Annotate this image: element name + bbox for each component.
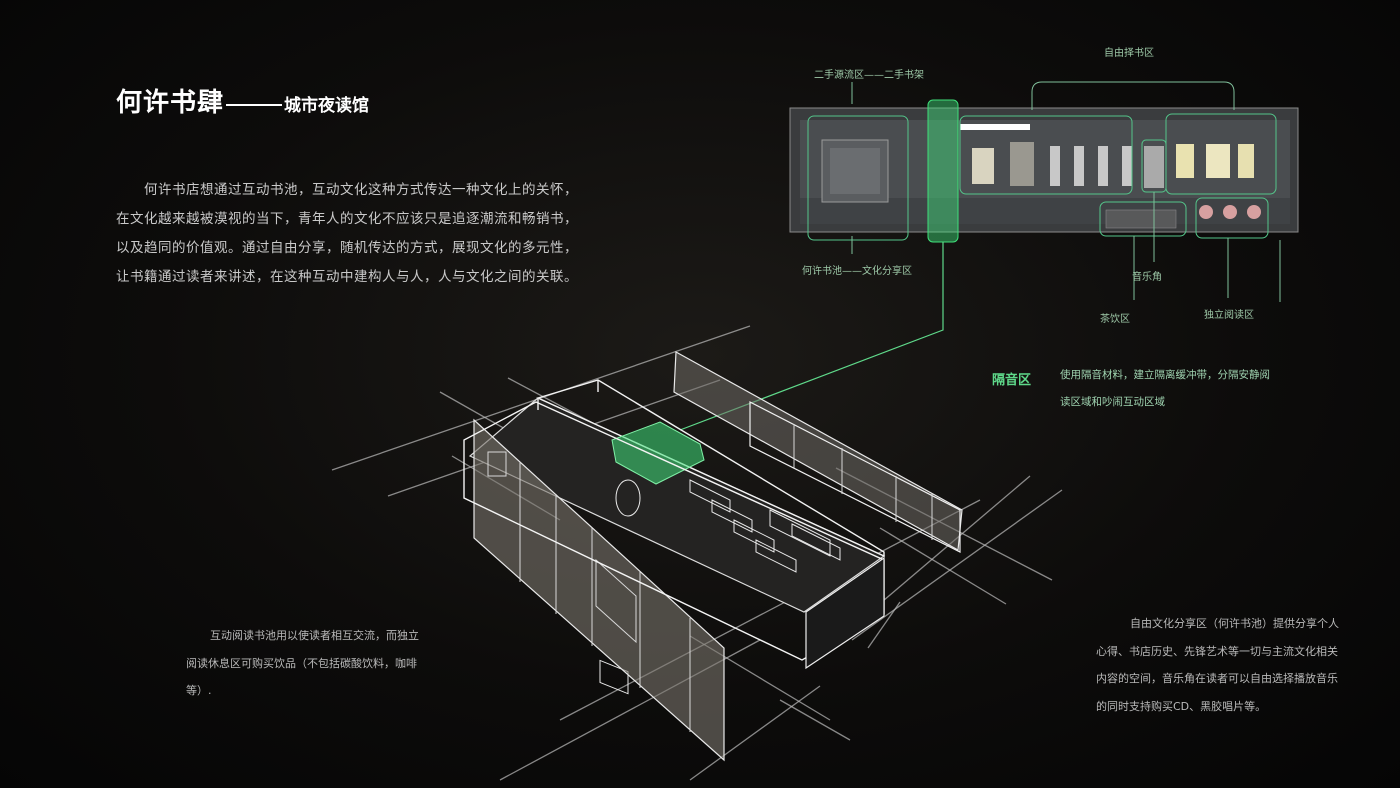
title-sub: 城市夜读馆	[284, 96, 370, 116]
label-music-corner: 音乐角	[1132, 272, 1162, 283]
note-right: 自由文化分享区（何许书池）提供分享个人心得、书店历史、先锋艺术等一切与主流文化相…	[1096, 617, 1339, 713]
label-secondhand-zone: 二手源流区——二手书架	[814, 70, 924, 81]
title-main: 何许书肆	[116, 88, 225, 118]
floor-plan	[679, 81, 1299, 431]
title-dash	[226, 103, 283, 106]
isolation-label: 隔音区	[992, 373, 1032, 388]
label-book-pool-zone: 何许书池——文化分享区	[802, 266, 912, 277]
isometric-model	[331, 325, 1063, 781]
intro-paragraph: 何许书店想通过互动书池，互动文化这种方式传达一种文化上的关怀，在文化越来越被漠视…	[116, 182, 578, 285]
isolation-description: 使用隔音材料，建立隔离缓冲带，分隔安静阅读区域和吵闹互动区域	[1060, 369, 1270, 408]
page-title: 何许书肆 城市夜读馆	[116, 82, 369, 119]
label-free-swap-zone: 自由择书区	[1104, 48, 1154, 59]
label-reading-zone: 独立阅读区	[1204, 310, 1254, 321]
note-left: 互动阅读书池用以使读者相互交流，而独立阅读休息区可购买饮品（不包括碳酸饮料，咖啡…	[186, 629, 419, 697]
label-tea-zone: 茶饮区	[1100, 314, 1130, 325]
